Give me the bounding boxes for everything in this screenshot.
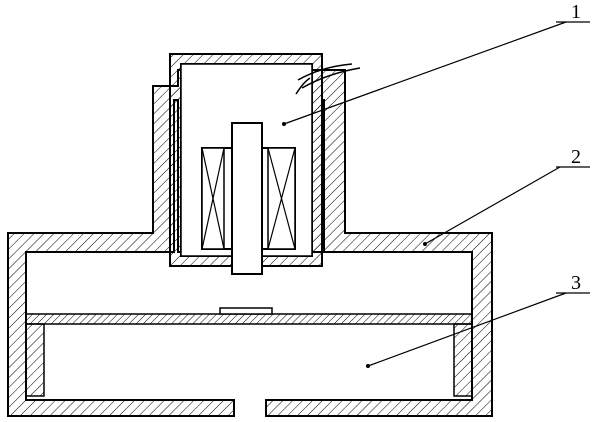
leader-lines <box>283 21 590 367</box>
leader-3 <box>367 292 567 367</box>
lower-chamber <box>25 323 473 397</box>
leader-dots <box>282 122 427 368</box>
core-plunger <box>231 122 263 275</box>
diaphragm-center-pad <box>219 307 273 315</box>
leader-1 <box>283 21 567 125</box>
cable-leads <box>295 63 361 95</box>
diaphragm <box>25 307 473 325</box>
callout-label-2: 2 <box>571 146 581 168</box>
leader-2 <box>424 166 561 245</box>
callout-label-3: 3 <box>571 272 581 294</box>
callout-label-1: 1 <box>571 1 581 23</box>
